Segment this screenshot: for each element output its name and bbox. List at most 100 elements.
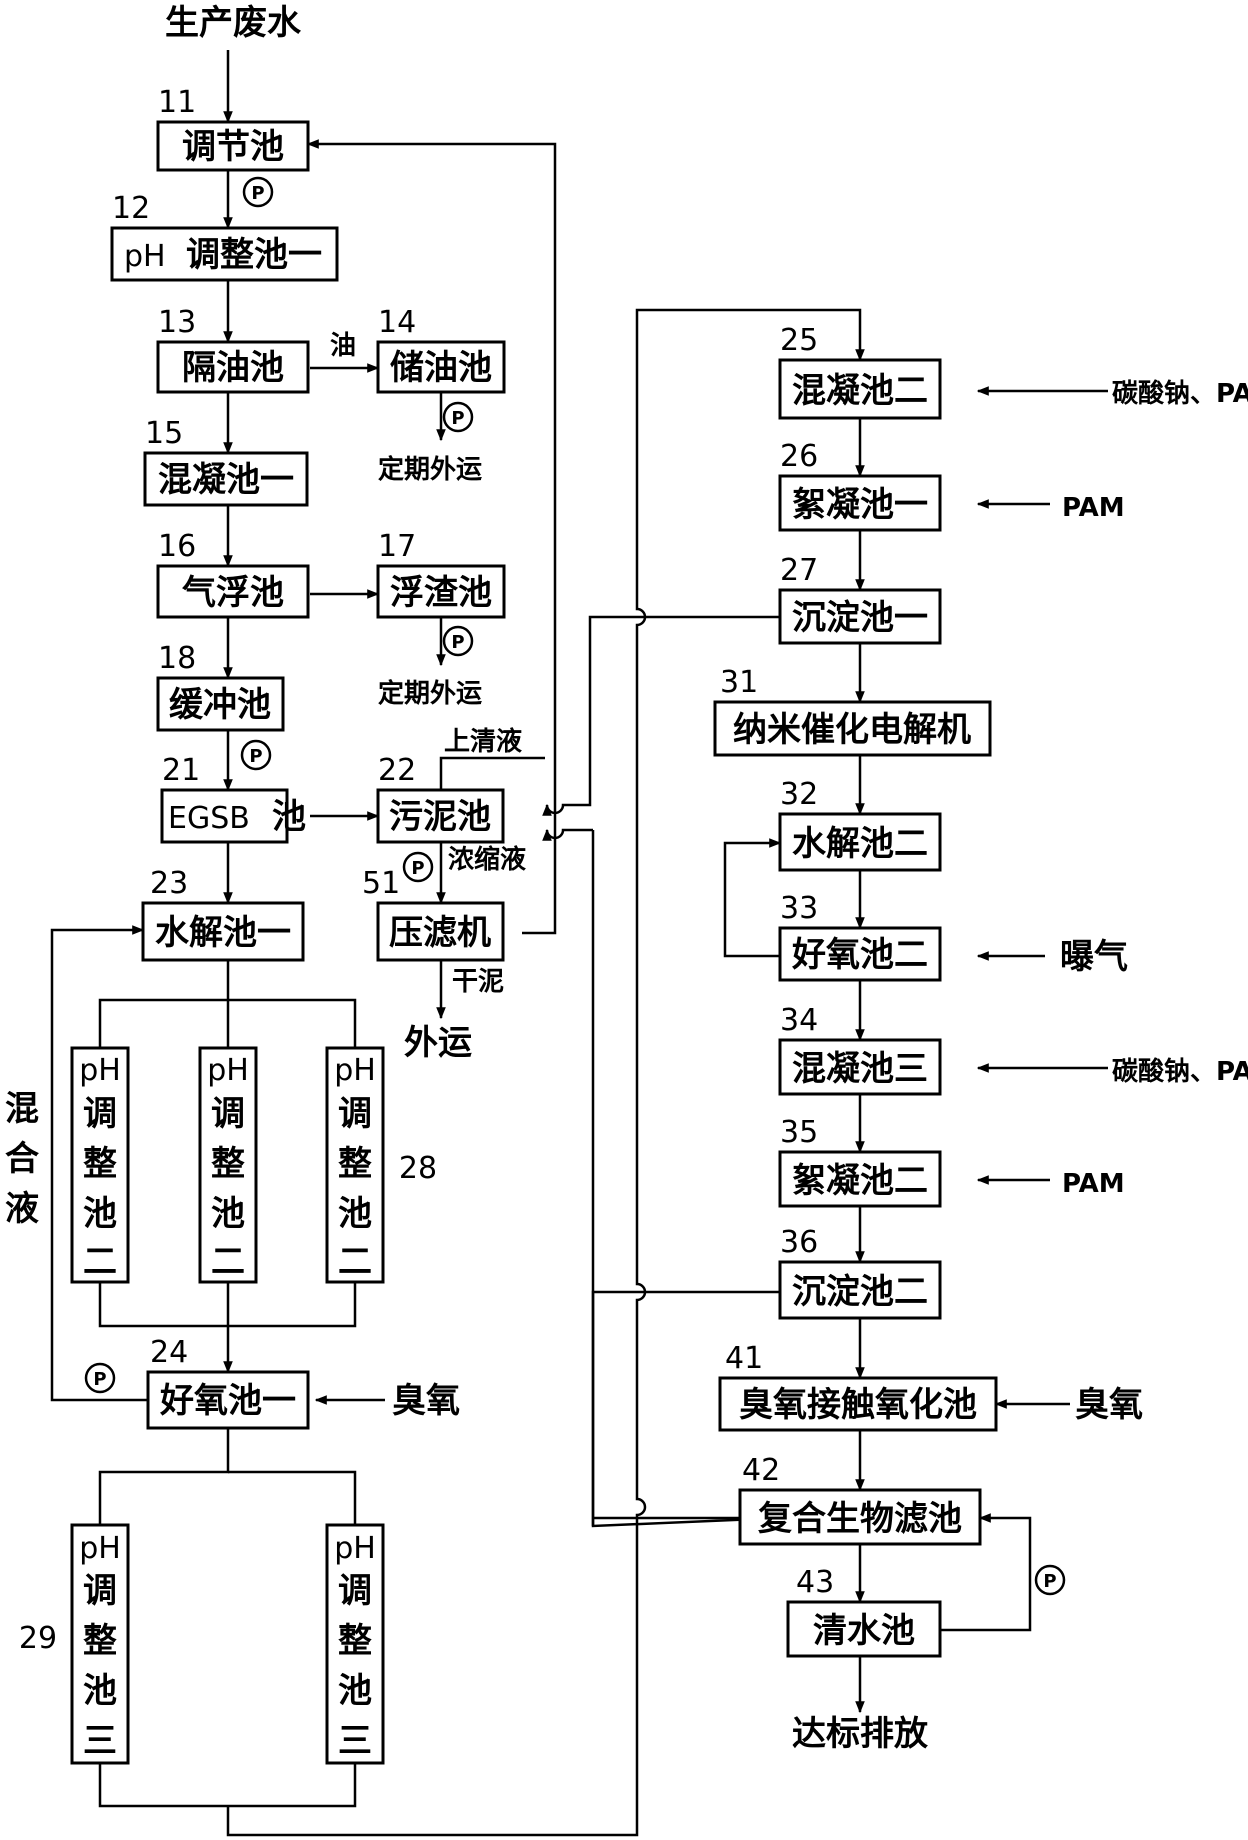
- unit-label: 纳米催化电解机: [733, 710, 971, 750]
- unit-label: 好氧池一: [159, 1381, 296, 1421]
- pump-letter: P: [93, 1369, 106, 1390]
- tank-char: 整: [211, 1144, 245, 1184]
- unit-number: 18: [158, 641, 196, 676]
- tank-char: 二: [83, 1242, 117, 1282]
- tank-char: 池: [83, 1671, 117, 1711]
- unit-label: 调节池: [182, 127, 284, 167]
- tank-ph: pH: [207, 1053, 249, 1088]
- pump-letter: P: [411, 858, 424, 879]
- unit-number: 28: [399, 1151, 437, 1186]
- unit-number: 25: [780, 323, 818, 358]
- tank-char: 池: [338, 1194, 372, 1234]
- tank-ph: pH: [79, 1053, 121, 1088]
- tank-char: 池: [211, 1194, 245, 1234]
- discharge-label: 达标排放: [792, 1714, 928, 1754]
- pump-letter: P: [451, 632, 464, 653]
- unit-label-ph: EGSB: [168, 801, 250, 836]
- unit-label: 气浮池: [181, 573, 284, 613]
- pump-letter: P: [251, 183, 264, 204]
- tank-ph: pH: [334, 1531, 376, 1566]
- unit-label: 絮凝池一: [792, 485, 928, 525]
- unit-number: 32: [780, 777, 818, 812]
- pump-letter: P: [249, 746, 262, 767]
- tank-char: 二: [338, 1242, 372, 1282]
- unit-number: 13: [158, 305, 196, 340]
- diagram-title: 生产废水: [165, 3, 302, 43]
- ship-out-label: 外运: [404, 1023, 472, 1063]
- unit-label: 储油池: [390, 348, 492, 388]
- unit-number: 16: [158, 529, 196, 564]
- oil-label: 油: [330, 331, 356, 361]
- unit-label: 缓冲池: [169, 685, 271, 725]
- unit-number: 12: [112, 191, 150, 226]
- unit-number: 15: [145, 416, 183, 451]
- tank-char: 三: [83, 1721, 117, 1761]
- tank-char: 池: [83, 1194, 117, 1234]
- tank-ph: pH: [79, 1531, 121, 1566]
- mixed-liquor-label: 混: [5, 1089, 39, 1129]
- unit-label: 污泥池: [389, 797, 491, 837]
- unit-number: 24: [150, 1335, 188, 1370]
- unit-number: 23: [150, 866, 188, 901]
- unit-number: 11: [158, 85, 196, 120]
- unit-number: 42: [742, 1453, 780, 1488]
- reagent-label: PAM: [1062, 1169, 1125, 1199]
- unit-number: 26: [780, 439, 818, 474]
- unit-label-ph: pH: [124, 239, 166, 274]
- tank-ph: pH: [334, 1053, 376, 1088]
- unit-number: 17: [378, 529, 416, 564]
- unit-number: 36: [780, 1225, 818, 1260]
- unit-number: 34: [780, 1003, 818, 1038]
- ozone-label: 臭氧: [392, 1381, 460, 1421]
- pump-letters: P P P P P P P: [93, 183, 1056, 1592]
- periodic-shipping-label: 定期外运: [378, 454, 482, 485]
- unit-label: 混凝池二: [792, 371, 928, 411]
- pump-symbols: [84, 176, 1066, 1596]
- unit-number: 27: [780, 553, 818, 588]
- unit-number: 22: [378, 753, 416, 788]
- unit-number: 33: [780, 891, 818, 926]
- concentrate-label: 浓缩液: [448, 844, 526, 875]
- unit-number: 41: [725, 1341, 763, 1376]
- tank-char: 调: [211, 1094, 245, 1134]
- reagent-label: 碳酸钠、PAC: [1112, 379, 1248, 409]
- unit-label: 复合生物滤池: [758, 1499, 962, 1539]
- periodic-shipping-label: 定期外运: [378, 678, 482, 709]
- unit-label: 水解池二: [792, 824, 928, 864]
- reagent-label: PAM: [1062, 493, 1125, 523]
- tanks-29: pH 调 整 池 三 pH 调 整 池 三 29: [19, 1531, 376, 1761]
- ozone-label: 臭氧: [1075, 1385, 1143, 1425]
- unit-label: 隔油池: [182, 348, 284, 388]
- unit-number: 14: [378, 305, 416, 340]
- tank-char: 二: [211, 1242, 245, 1282]
- supernatant-label: 上清液: [444, 727, 522, 757]
- unit-number: 29: [19, 1621, 57, 1656]
- unit-label: 混凝池一: [158, 460, 294, 500]
- unit-label: 调整池一: [186, 235, 322, 275]
- unit-label: 混凝池三: [792, 1049, 928, 1089]
- tank-char: 整: [83, 1144, 117, 1184]
- unit-label: 臭氧接触氧化池: [739, 1385, 977, 1425]
- unit-label: 絮凝池二: [792, 1161, 928, 1201]
- reagent-label: 碳酸钠、PAC: [1112, 1057, 1248, 1087]
- tank-char: 三: [338, 1721, 372, 1761]
- tank-char: 整: [83, 1621, 117, 1661]
- unit-label: 压滤机: [389, 913, 491, 953]
- unit-number: 51: [362, 866, 400, 901]
- tank-char: 整: [338, 1144, 372, 1184]
- unit-label: 好氧池二: [791, 935, 928, 975]
- unit-label: 池: [272, 797, 306, 837]
- flow-lines: [50, 50, 1108, 1837]
- tank-char: 调: [83, 1571, 117, 1611]
- tank-char: 调: [338, 1571, 372, 1611]
- aeration-label: 曝气: [1060, 937, 1128, 977]
- unit-label: 沉淀池二: [792, 1272, 928, 1312]
- tank-char: 池: [338, 1671, 372, 1711]
- unit-label: 水解池一: [155, 913, 291, 953]
- unit-label: 清水池: [813, 1611, 915, 1651]
- mixed-liquor-label: 合: [5, 1139, 39, 1179]
- dry-sludge-label: 干泥: [452, 967, 504, 997]
- box-labels: 生产废水 11 调节池 12 pH 调整池一 13 隔油池 14 储油池 15 …: [112, 3, 977, 1651]
- pump-letter: P: [1043, 1571, 1056, 1592]
